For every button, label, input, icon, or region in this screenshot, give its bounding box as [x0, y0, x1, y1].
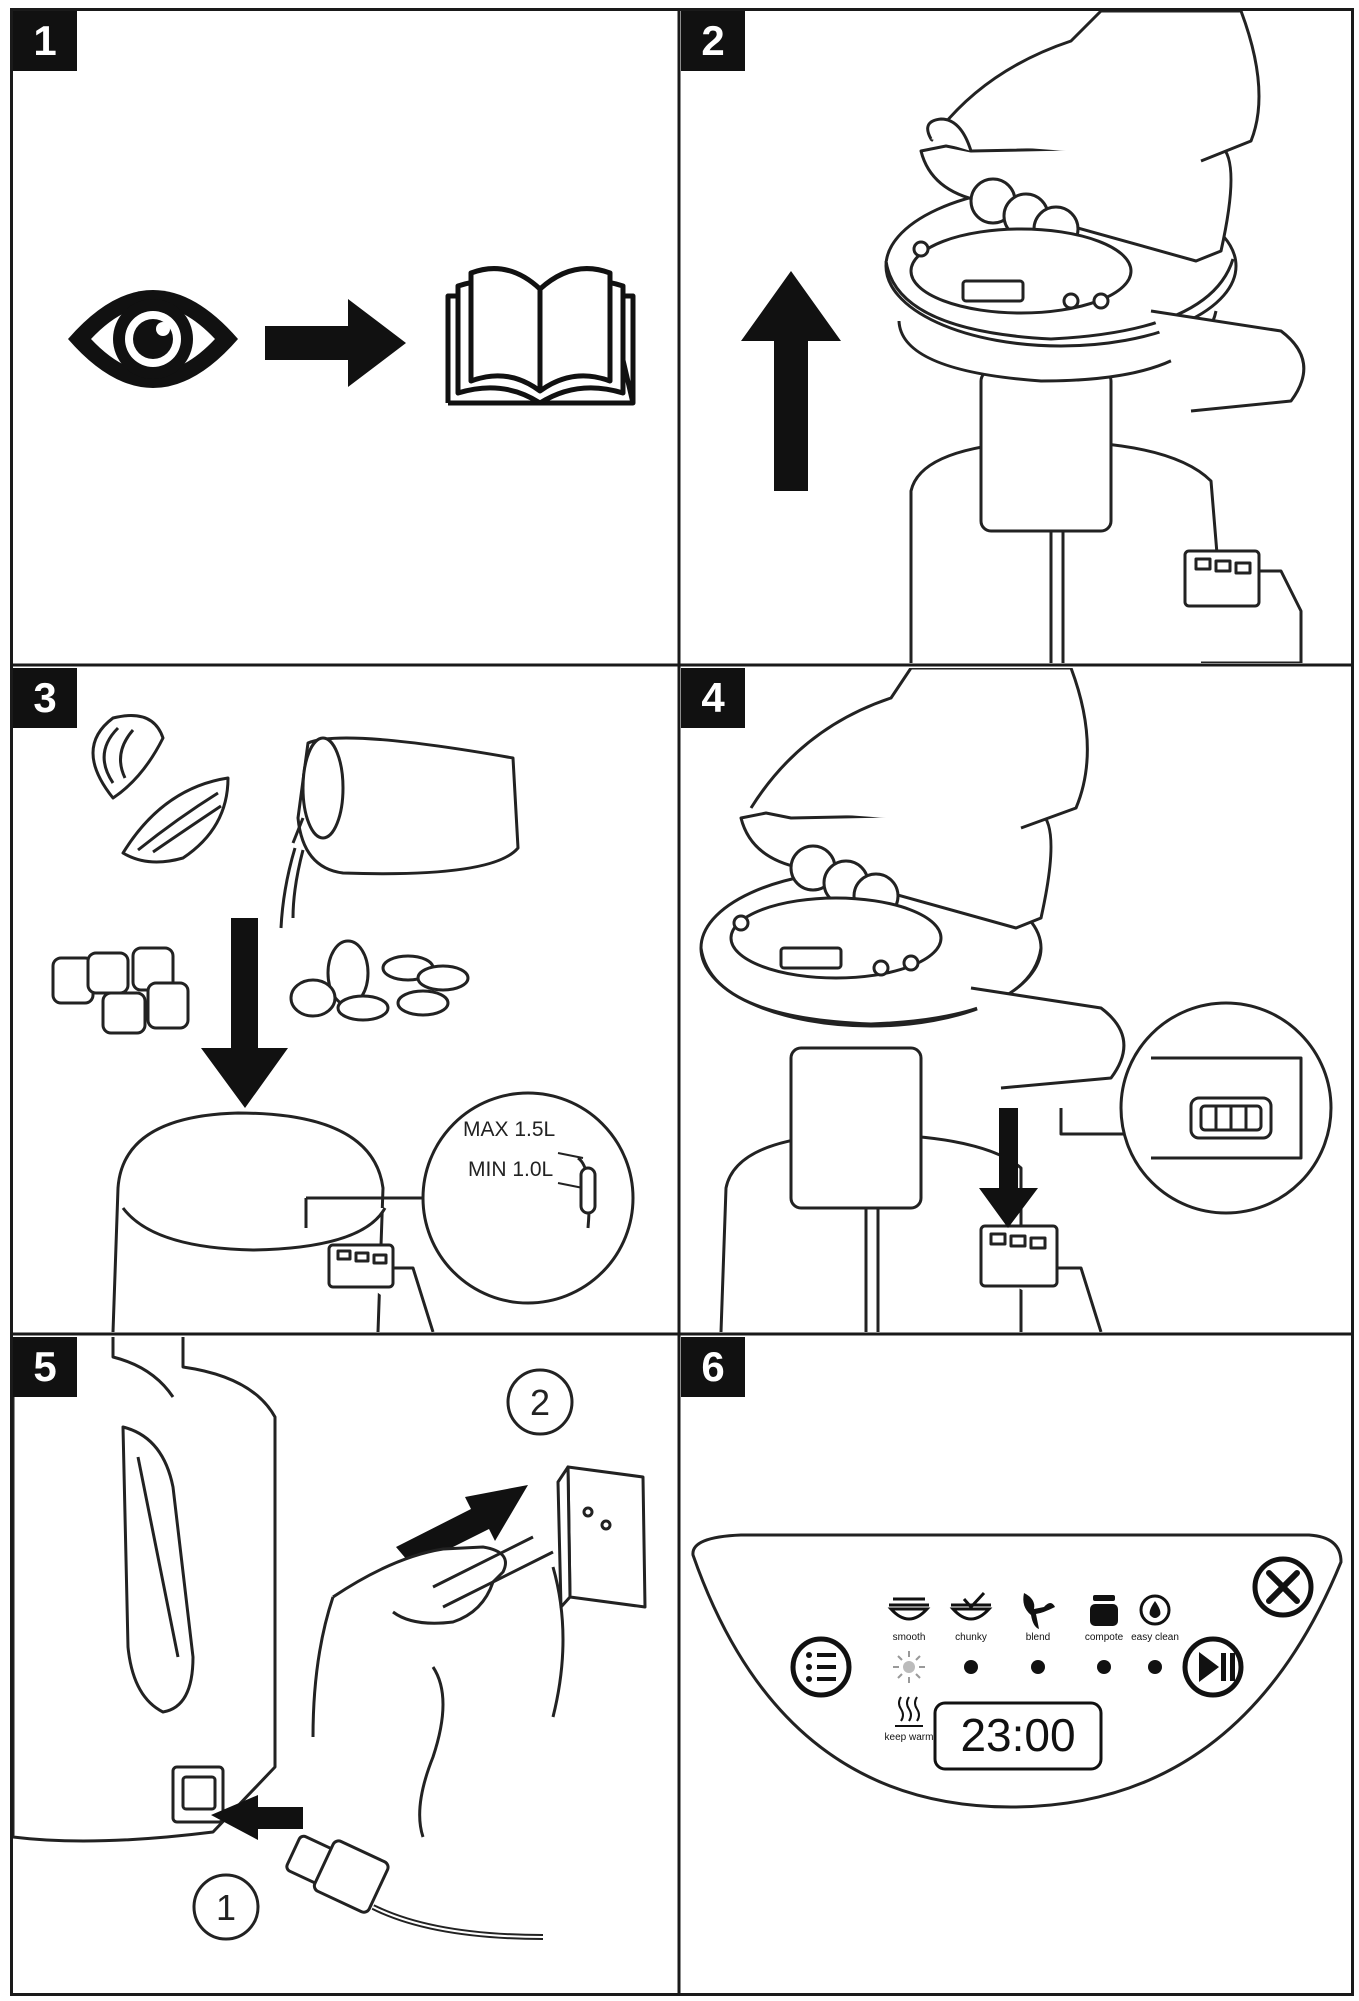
arrow-right-icon [265, 299, 406, 387]
keep-warm-icon [895, 1696, 923, 1727]
panel-3: 3 [13, 668, 677, 1332]
step-number-1: 1 [13, 11, 77, 71]
program-label-smooth: smooth [893, 1632, 926, 1643]
step-number-6: 6 [681, 1337, 745, 1397]
step-number-4: 4 [681, 668, 745, 728]
program-label-blend: blend [1026, 1632, 1050, 1643]
arrow-up-right-icon [396, 1485, 528, 1567]
max-level-label: MAX 1.5L [463, 1118, 555, 1141]
min-level-label: MIN 1.0L [468, 1158, 553, 1181]
program-label-compote: compote [1085, 1632, 1124, 1643]
active-indicator-icon [893, 1651, 925, 1683]
onion-icon [91, 714, 230, 864]
menu-button[interactable] [790, 1636, 852, 1698]
display-time: 23:00 [960, 1709, 1075, 1761]
jar-icon [1090, 1595, 1118, 1626]
step-1-circle [192, 1873, 260, 1941]
add-ingredients-illustration: MAX 1.5L MIN 1.0L [51, 714, 635, 1332]
panel-2: 2 [681, 11, 1352, 663]
sliced-vegetable-icon [289, 939, 470, 1022]
indicator-light [1031, 1660, 1045, 1674]
control-panel-illustration: smooth chunky blend compote easy clean [691, 1533, 1343, 1809]
indicator-light [964, 1660, 978, 1674]
blade-icon [1023, 1593, 1055, 1629]
step-number-5: 5 [13, 1337, 77, 1397]
attach-lid-illustration [699, 668, 1333, 1332]
panel-4: 4 [681, 668, 1352, 1332]
keep-warm-label: keep warm [885, 1732, 934, 1743]
time-display [933, 1701, 1103, 1771]
start-pause-button[interactable] [1182, 1636, 1244, 1698]
book-icon [445, 266, 636, 406]
chopped-vegetable-icon [51, 946, 190, 1035]
panel-5: 5 1 2 [13, 1337, 677, 1994]
arrow-down-icon [201, 918, 288, 1108]
measuring-jug-icon [279, 736, 520, 929]
panel-1: 1 [13, 11, 677, 663]
step-2-number: 2 [530, 1382, 550, 1423]
eye-icon [68, 290, 238, 388]
program-label-easy-clean: easy clean [1131, 1632, 1179, 1643]
program-label-chunky: chunky [955, 1632, 987, 1643]
plug-in-illustration: 1 2 [13, 1337, 647, 1941]
panel-6: 6 [681, 1337, 1352, 1994]
bowl-icon [887, 1597, 931, 1621]
step-number-3: 3 [13, 668, 77, 728]
cancel-button[interactable] [1252, 1556, 1314, 1618]
panel-grid [10, 8, 1354, 1996]
step-1-number: 1 [216, 1887, 236, 1928]
chunky-bowl-icon [949, 1591, 993, 1621]
remove-lid-illustration [741, 11, 1306, 663]
indicator-light [1097, 1660, 1111, 1674]
indicator-light [1148, 1660, 1162, 1674]
read-manual-illustration [68, 266, 636, 406]
arrow-down-icon [979, 1108, 1038, 1228]
step-2-circle [506, 1368, 574, 1436]
arrow-up-icon [741, 271, 841, 491]
step-number-2: 2 [681, 11, 745, 71]
arrow-left-icon [211, 1795, 303, 1840]
drop-icon [1139, 1594, 1171, 1626]
